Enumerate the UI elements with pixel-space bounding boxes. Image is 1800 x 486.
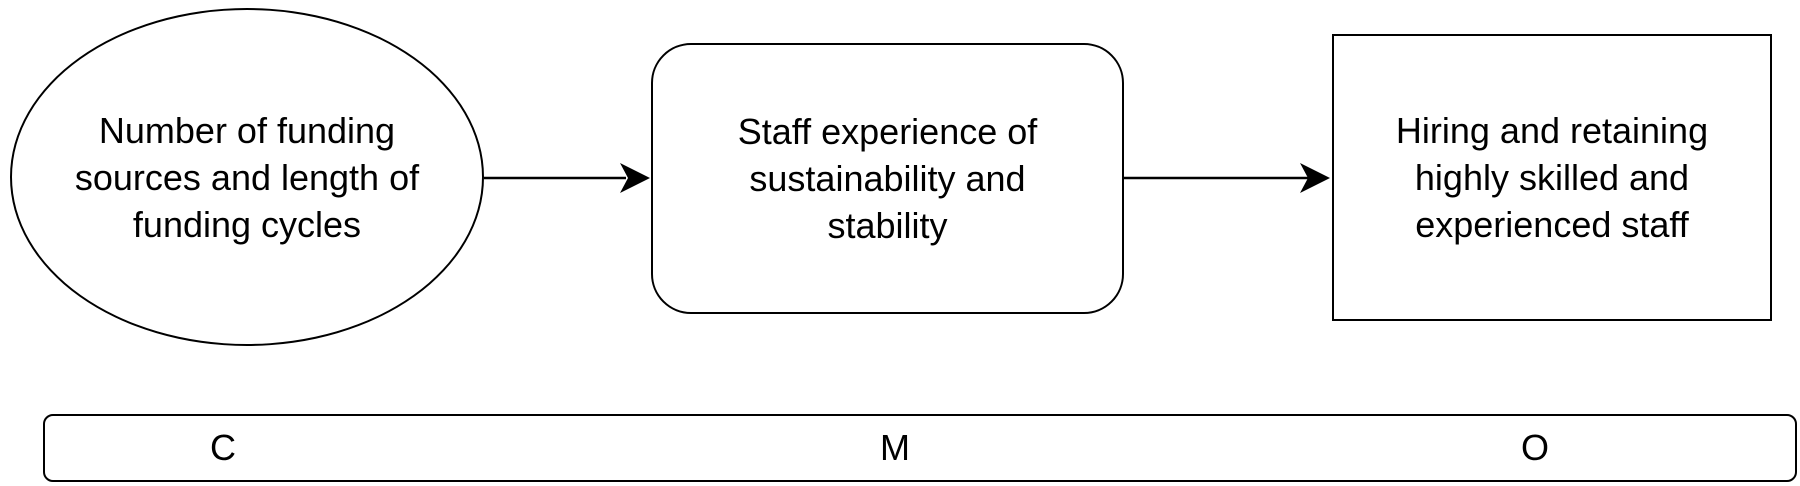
cmo-legend-bar: C M O xyxy=(43,414,1797,482)
context-node: Number of funding sources and length of … xyxy=(10,8,484,346)
outcome-node-text: Hiring and retaining highly skilled and … xyxy=(1395,110,1709,245)
arrow-mechanism-to-outcome xyxy=(1124,163,1330,193)
mechanism-node: Staff experience of sustainability and s… xyxy=(651,43,1124,314)
outcome-node: Hiring and retaining highly skilled and … xyxy=(1332,34,1772,321)
mechanism-node-text: Staff experience of sustainability and s… xyxy=(737,111,1038,246)
bar-label-m: M xyxy=(880,427,910,468)
context-node-text: Number of funding sources and length of … xyxy=(74,109,420,245)
bar-label-o: O xyxy=(1520,427,1550,468)
bar-label-c: C xyxy=(210,427,236,468)
arrow-context-to-mechanism xyxy=(484,163,650,193)
